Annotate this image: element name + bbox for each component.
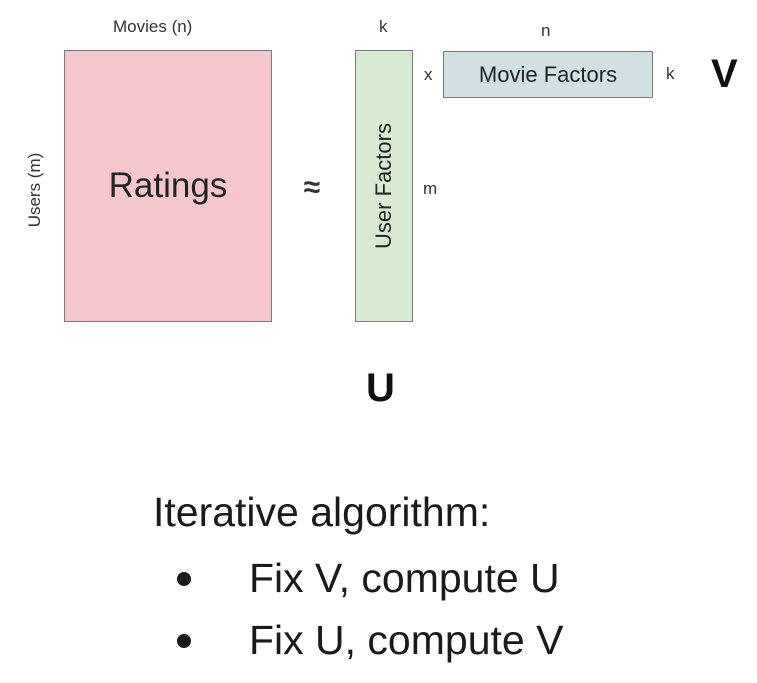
user-factors-column-label: k — [379, 17, 388, 36]
approx-symbol: ≈ — [303, 171, 321, 204]
bullet-icon — [177, 572, 191, 586]
movie-factors-matrix-label: Movie Factors — [478, 61, 618, 87]
algorithm-step: Fix U, compute V — [249, 617, 564, 663]
user-factors-matrix — [355, 50, 413, 322]
movie-factors-column-label: n — [541, 21, 551, 40]
ratings-column-label: Movies (n) — [113, 17, 193, 36]
user-factors-matrix-label: User Factors — [371, 123, 396, 249]
multiply-symbol: x — [424, 65, 433, 84]
ratings-row-label: Users (m) — [25, 152, 44, 228]
algorithm-step: Fix V, compute U — [249, 555, 560, 601]
bullet-icon — [177, 634, 191, 648]
movie-factors-row-label: k — [666, 64, 675, 83]
movie-factors-matrix: Movie Factors — [443, 51, 653, 98]
ratings-matrix-label: Ratings — [108, 166, 228, 205]
user-factors-row-label: m — [423, 179, 438, 198]
ratings-matrix: Ratings — [64, 50, 272, 322]
algorithm-title: Iterative algorithm: — [153, 489, 491, 535]
movie-factors-name: V — [711, 52, 738, 96]
user-factors-name: U — [366, 366, 395, 410]
